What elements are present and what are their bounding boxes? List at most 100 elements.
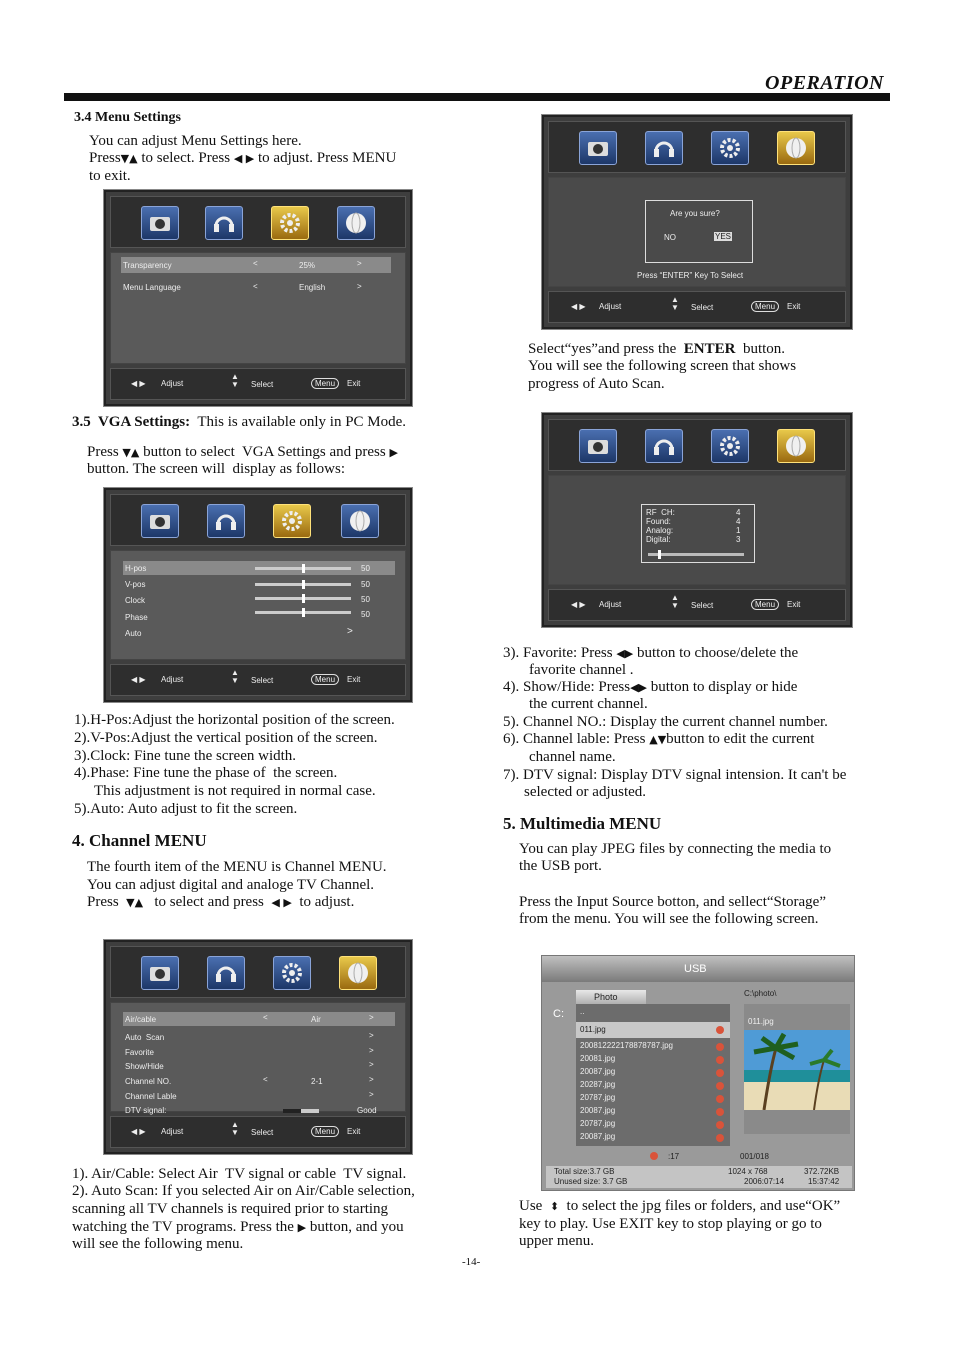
chevron-left-icon[interactable]: < — [253, 259, 258, 268]
text-line: Press▼▲ to select. Press ◀ ▶ to adjust. … — [89, 150, 397, 166]
menu-row-value: English — [299, 283, 326, 292]
menu-row-label: Menu Language — [123, 283, 181, 292]
note-line: 1).H-Pos:Adjust the horizontal position … — [74, 712, 395, 728]
text-line: You can play JPEG files by connecting th… — [519, 841, 832, 857]
photo-tab[interactable]: Photo — [576, 990, 646, 1004]
photo-file-icon — [716, 1121, 724, 1129]
gear-icon — [273, 956, 311, 990]
note-line: 7). DTV signal: Display DTV signal inten… — [503, 767, 847, 783]
file-row[interactable]: 20087.jpg — [576, 1105, 730, 1118]
osd-footer: ◀ ▶ Adjust ▲▼ Select Menu Exit — [110, 368, 406, 400]
photo-file-icon — [716, 1082, 724, 1090]
file-list: .. 011.jpg 200812222178878787.jpg 20081.… — [576, 1004, 730, 1146]
menu-key[interactable]: Menu — [311, 378, 340, 389]
menu-row-label: Channel NO. — [125, 1077, 172, 1086]
sound-icon — [645, 429, 683, 463]
menu-key[interactable]: Menu — [311, 674, 340, 685]
chevron-right-icon[interactable]: > — [357, 259, 362, 268]
gear-icon — [711, 131, 749, 165]
chevron-right-icon[interactable]: > — [357, 282, 362, 291]
text-line: 2). Auto Scan: If you selected Air on Ai… — [72, 1183, 415, 1199]
photo-file-icon — [716, 1056, 724, 1064]
photo-file-icon — [716, 1043, 724, 1051]
osd-body: H-pos 50 V-pos 50 Clock 50 Phase 50 Auto… — [110, 550, 406, 660]
channel-globe-icon — [777, 131, 815, 165]
chevron-left-icon[interactable]: < — [253, 282, 258, 291]
text-line: 1). Air/Cable: Select Air TV signal or c… — [72, 1166, 407, 1182]
sound-icon — [205, 206, 243, 240]
chevron-right-icon[interactable]: > — [369, 1013, 374, 1022]
file-rows: 200812222178878787.jpg 20081.jpg 20087.j… — [576, 1040, 730, 1144]
chevron-right-icon[interactable]: > — [369, 1046, 374, 1055]
file-row[interactable]: 20787.jpg — [576, 1092, 730, 1105]
menu-row-label: H-pos — [125, 564, 147, 573]
osd-scan-progress: RF CH: 4 Found: 4 Analog: 1 Digital: 3 ◀… — [541, 412, 853, 628]
text-line: You will see the following screen that s… — [528, 358, 797, 374]
text-line: Press the Input Source botton, and selle… — [519, 894, 827, 910]
heading-vga-settings: 3.5 VGA Settings: This is available only… — [72, 414, 407, 430]
osd-icon-bar — [110, 196, 406, 248]
yes-button[interactable]: YES — [714, 232, 733, 241]
text-line: Press ▼▲ to select and press ◀ ▶ to adju… — [87, 894, 355, 910]
text-line: upper menu. — [519, 1233, 594, 1249]
note-line: 3).Clock: Fine tune the screen width. — [74, 748, 297, 764]
file-row[interactable]: 20787.jpg — [576, 1118, 730, 1131]
phase-slider[interactable] — [255, 608, 351, 617]
text-line: will see the following menu. — [72, 1236, 244, 1252]
text-line: Use ⬍ to select the jpg files or folders… — [519, 1198, 841, 1214]
file-row[interactable]: 20287.jpg — [576, 1079, 730, 1092]
osd-footer: ◀ ▶ Adjust ▲▼ Select Menu Exit — [110, 664, 406, 696]
picture-icon — [141, 206, 179, 240]
text-line: Select“yes”and press the ENTER button. — [528, 341, 786, 357]
chevron-left-icon[interactable]: < — [263, 1075, 268, 1084]
usb-title-bar: USB — [542, 956, 854, 982]
status-bar: Total size:3.7 GB Unused size: 3.7 GB 10… — [546, 1166, 852, 1188]
parent-folder[interactable]: .. — [580, 1007, 585, 1016]
chevron-right-icon[interactable]: > — [369, 1031, 374, 1040]
no-button[interactable]: NO — [664, 233, 676, 242]
h-pos-slider[interactable] — [255, 564, 351, 573]
menu-row-label: Air/cable — [125, 1015, 157, 1024]
chevron-right-icon[interactable]: > — [369, 1075, 374, 1084]
dialog-hint: Press “ENTER” Key To Select — [637, 271, 744, 280]
gear-icon — [273, 504, 311, 538]
v-pos-slider[interactable] — [255, 580, 351, 589]
preview-pane: 011.jpg — [744, 1004, 850, 1134]
menu-key[interactable]: Menu — [311, 1126, 340, 1137]
menu-row-label: Show/Hide — [125, 1062, 164, 1071]
photo-file-icon — [716, 1134, 724, 1142]
menu-row-value: 25% — [299, 261, 316, 270]
chevron-right-icon[interactable]: > — [347, 626, 353, 637]
osd-body: Are you sure? NO YES Press “ENTER” Key T… — [548, 177, 846, 287]
channel-globe-icon — [339, 956, 377, 990]
chevron-left-icon[interactable]: < — [263, 1013, 268, 1022]
file-row[interactable]: 20087.jpg — [576, 1131, 730, 1144]
gear-icon — [271, 206, 309, 240]
menu-row-label: Favorite — [125, 1048, 154, 1057]
osd-footer: ◀ ▶ Adjust ▲▼ Select Menu Exit — [548, 291, 846, 323]
picture-icon — [579, 131, 617, 165]
text-line: You can adjust digital and analoge TV Ch… — [87, 877, 375, 893]
note-line: channel name. — [529, 749, 616, 765]
heading-channel-menu: 4. Channel MENU — [72, 831, 207, 850]
menu-key[interactable]: Menu — [751, 599, 780, 610]
preview-filename: 011.jpg — [748, 1017, 774, 1026]
chevron-right-icon[interactable]: > — [369, 1090, 374, 1099]
text-line: watching the TV programs. Press the ▶ bu… — [72, 1219, 404, 1235]
menu-row-label: Clock — [125, 596, 146, 605]
note-line: 4). Show/Hide: Press◀▶ button to display… — [503, 679, 798, 695]
clock-slider[interactable] — [255, 594, 351, 603]
file-row[interactable]: 20087.jpg — [576, 1066, 730, 1079]
menu-row-label: Transparency — [123, 261, 172, 270]
osd-menu-settings: Transparency < 25% > Menu Language < Eng… — [103, 189, 413, 407]
file-row[interactable]: 200812222178878787.jpg — [576, 1040, 730, 1053]
file-row[interactable]: 20081.jpg — [576, 1053, 730, 1066]
file-row-selected[interactable]: 011.jpg — [576, 1022, 730, 1038]
menu-key[interactable]: Menu — [751, 301, 780, 312]
text-line: Press ▼▲ button to select VGA Settings a… — [87, 444, 398, 460]
file-count: :17 — [668, 1152, 680, 1161]
note-line: 3). Favorite: Press ◀▶ button to choose/… — [503, 645, 799, 661]
text-line: from the menu. You will see the followin… — [519, 911, 819, 927]
chevron-right-icon[interactable]: > — [369, 1060, 374, 1069]
menu-row-label: V-pos — [125, 580, 146, 589]
